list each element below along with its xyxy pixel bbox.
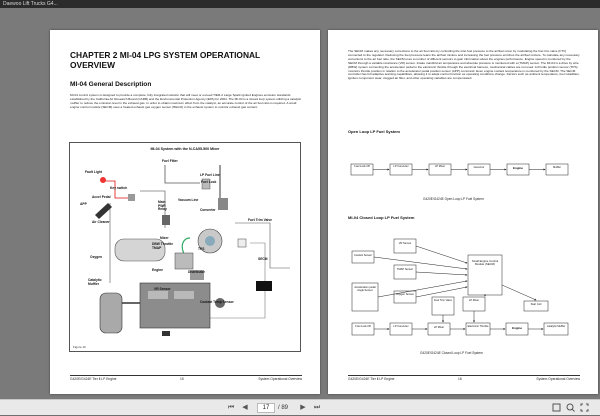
ol-box-fuel-lock-off: Fuel Lock-Off [354, 165, 370, 168]
label-air-cleaner: Air Cleaner [92, 220, 110, 224]
previous-page-button[interactable]: ◀ [242, 404, 248, 411]
cl-box-lp-mixer: LP Mixer [468, 299, 480, 302]
label-engine: Engine [152, 268, 163, 272]
page-navigation-toolbar: ⏮ ◀ 17 / 89 ▶ ⏭ [0, 399, 600, 415]
intro-paragraph: MI-04 control system is designed to prov… [70, 93, 302, 109]
fault-light-icon [100, 177, 106, 183]
cl-box-fuel-trim-valve: Fuel Trim Valve [434, 299, 452, 302]
closed-loop-heading: MI-04 Closed Loop LP Fuel System [348, 215, 415, 220]
footer-page-number: 15 [180, 377, 184, 381]
cl-box-lp-converter: LP Converter [393, 325, 409, 328]
label-catalytic-muffler: Catalytic Muffler [88, 278, 102, 286]
cl-box-vr-sensor: VR Sensor [398, 242, 412, 245]
open-loop-heading: Open Loop LP Fuel System [348, 129, 400, 134]
label-fault-light: Fault Light [85, 170, 102, 174]
ol-box-lp-converter: LP Converter [393, 165, 409, 168]
page-footer: G420E/G424E Tier Ⅱ LP Engine 16 System O… [348, 375, 580, 381]
footer-left: G420E/G424E Tier Ⅱ LP Engine [70, 377, 117, 381]
document-page-left: CHAPTER 2 MI-04 LPG SYSTEM OPERATIONAL O… [50, 30, 320, 394]
label-app: APP [80, 202, 87, 206]
footer-right: System Operational Overview [258, 377, 302, 381]
label-tps: TPS [198, 247, 205, 251]
label-mixer: Mixer [160, 236, 169, 240]
ol-box-governor: Governor [473, 166, 485, 169]
label-dbw-throttle: DBW Throttle TMAP [152, 242, 174, 250]
label-fuel-trim-valve: Fuel Trim Valve [248, 218, 273, 222]
page-footer: G420E/G424E Tier Ⅱ LP Engine 15 System O… [70, 375, 302, 381]
closed-loop-caption: G420E/G424E Closed Loop LP Fuel System [420, 351, 483, 355]
next-page-button[interactable]: ▶ [300, 404, 306, 411]
ol-box-muffler: Muffler [553, 166, 561, 169]
label-coolant-temp-sensor: Coolant Temp Sensor [200, 300, 234, 304]
label-fuel-filter: Fuel Filter [162, 159, 178, 163]
cl-box-electronic-throttle: Electronic Throttle [467, 325, 489, 328]
cl-box-engine: Engine [511, 326, 522, 330]
label-main-pwr-relay: Main PWR Relay [158, 200, 167, 212]
window-title-bar: Daewoo Lift Trucks G4... [0, 0, 600, 8]
closed-loop-diagram [351, 238, 569, 336]
label-fuel-lock: Fuel Lock [201, 180, 217, 184]
figure-title: MI-04 System with the N-CA55-500 Mixer [150, 147, 220, 151]
label-distributor: Distributor [188, 270, 205, 274]
zoom-icon[interactable] [566, 403, 575, 413]
footer-right: System Operational Overview [536, 377, 580, 381]
label-secm: SECM [258, 257, 268, 261]
window-title: Daewoo Lift Trucks G4... [3, 1, 58, 7]
total-pages: / 89 [278, 405, 289, 411]
label-vacuum-line: Vacuum Line [178, 198, 199, 202]
system-figure: MI-04 System with the N-CA55-500 Mixer [69, 142, 301, 352]
ol-box-lp-mixer: LP Mixer [434, 165, 446, 168]
ol-box-engine: Engine [512, 166, 523, 170]
first-page-button[interactable]: ⏮ [227, 404, 235, 411]
label-lp-fuel-line: LP Fuel Line [200, 173, 220, 177]
figure-number: Figure 10 [73, 345, 86, 349]
label-oxygen: Oxygen [90, 255, 103, 259]
document-page-right: The SECM makes any necessary corrections… [328, 30, 598, 394]
open-loop-diagram [350, 163, 569, 176]
section-heading: MI-04 General Description [70, 81, 152, 88]
footer-page-number: 16 [458, 377, 462, 381]
open-loop-caption: G420E/G424E Open Loop LP Fuel System [423, 197, 484, 201]
cl-box-lp-mixer-2: LP Mixer [433, 326, 445, 329]
last-page-button[interactable]: ⏭ [313, 404, 321, 411]
secm-paragraph: The SECM makes any necessary corrections… [348, 49, 580, 81]
footer-left: G420E/G424E Tier Ⅱ LP Engine [348, 377, 395, 381]
cl-box-accel-sensor: Acceleration pedal Angle Sensor [354, 286, 376, 292]
fit-page-icon[interactable] [552, 403, 561, 413]
cl-box-coolant-sensor: Coolant Sensor [354, 254, 372, 257]
fullscreen-icon[interactable] [580, 403, 589, 413]
cl-box-secm: Small Engine Control Module (SECM) [471, 259, 499, 267]
document-viewer[interactable]: CHAPTER 2 MI-04 LPG SYSTEM OPERATIONAL O… [0, 8, 600, 399]
cl-box-start-coil: Start Coil [530, 303, 542, 306]
cl-box-oxygen-sensor: Oxygen Sensor [396, 293, 414, 296]
label-key-switch: Key switch [110, 186, 128, 190]
label-converter: Converter [200, 208, 216, 212]
label-accel-pedal: Accel Pedal [92, 195, 111, 199]
cl-box-catalytic-muffler: Catalytic Muffler [546, 325, 566, 328]
page-number-input[interactable]: 17 [257, 403, 275, 413]
label-vr-sensor: VR Sensor [154, 287, 171, 291]
chapter-title: CHAPTER 2 MI-04 LPG SYSTEM OPERATIONAL O… [70, 50, 261, 70]
cl-box-fuel-lock-off: Fuel Lock-Off [355, 325, 371, 328]
system-diagram-drawing [95, 165, 290, 336]
cl-box-tmap-sensor: TMAP Sensor [396, 268, 414, 271]
